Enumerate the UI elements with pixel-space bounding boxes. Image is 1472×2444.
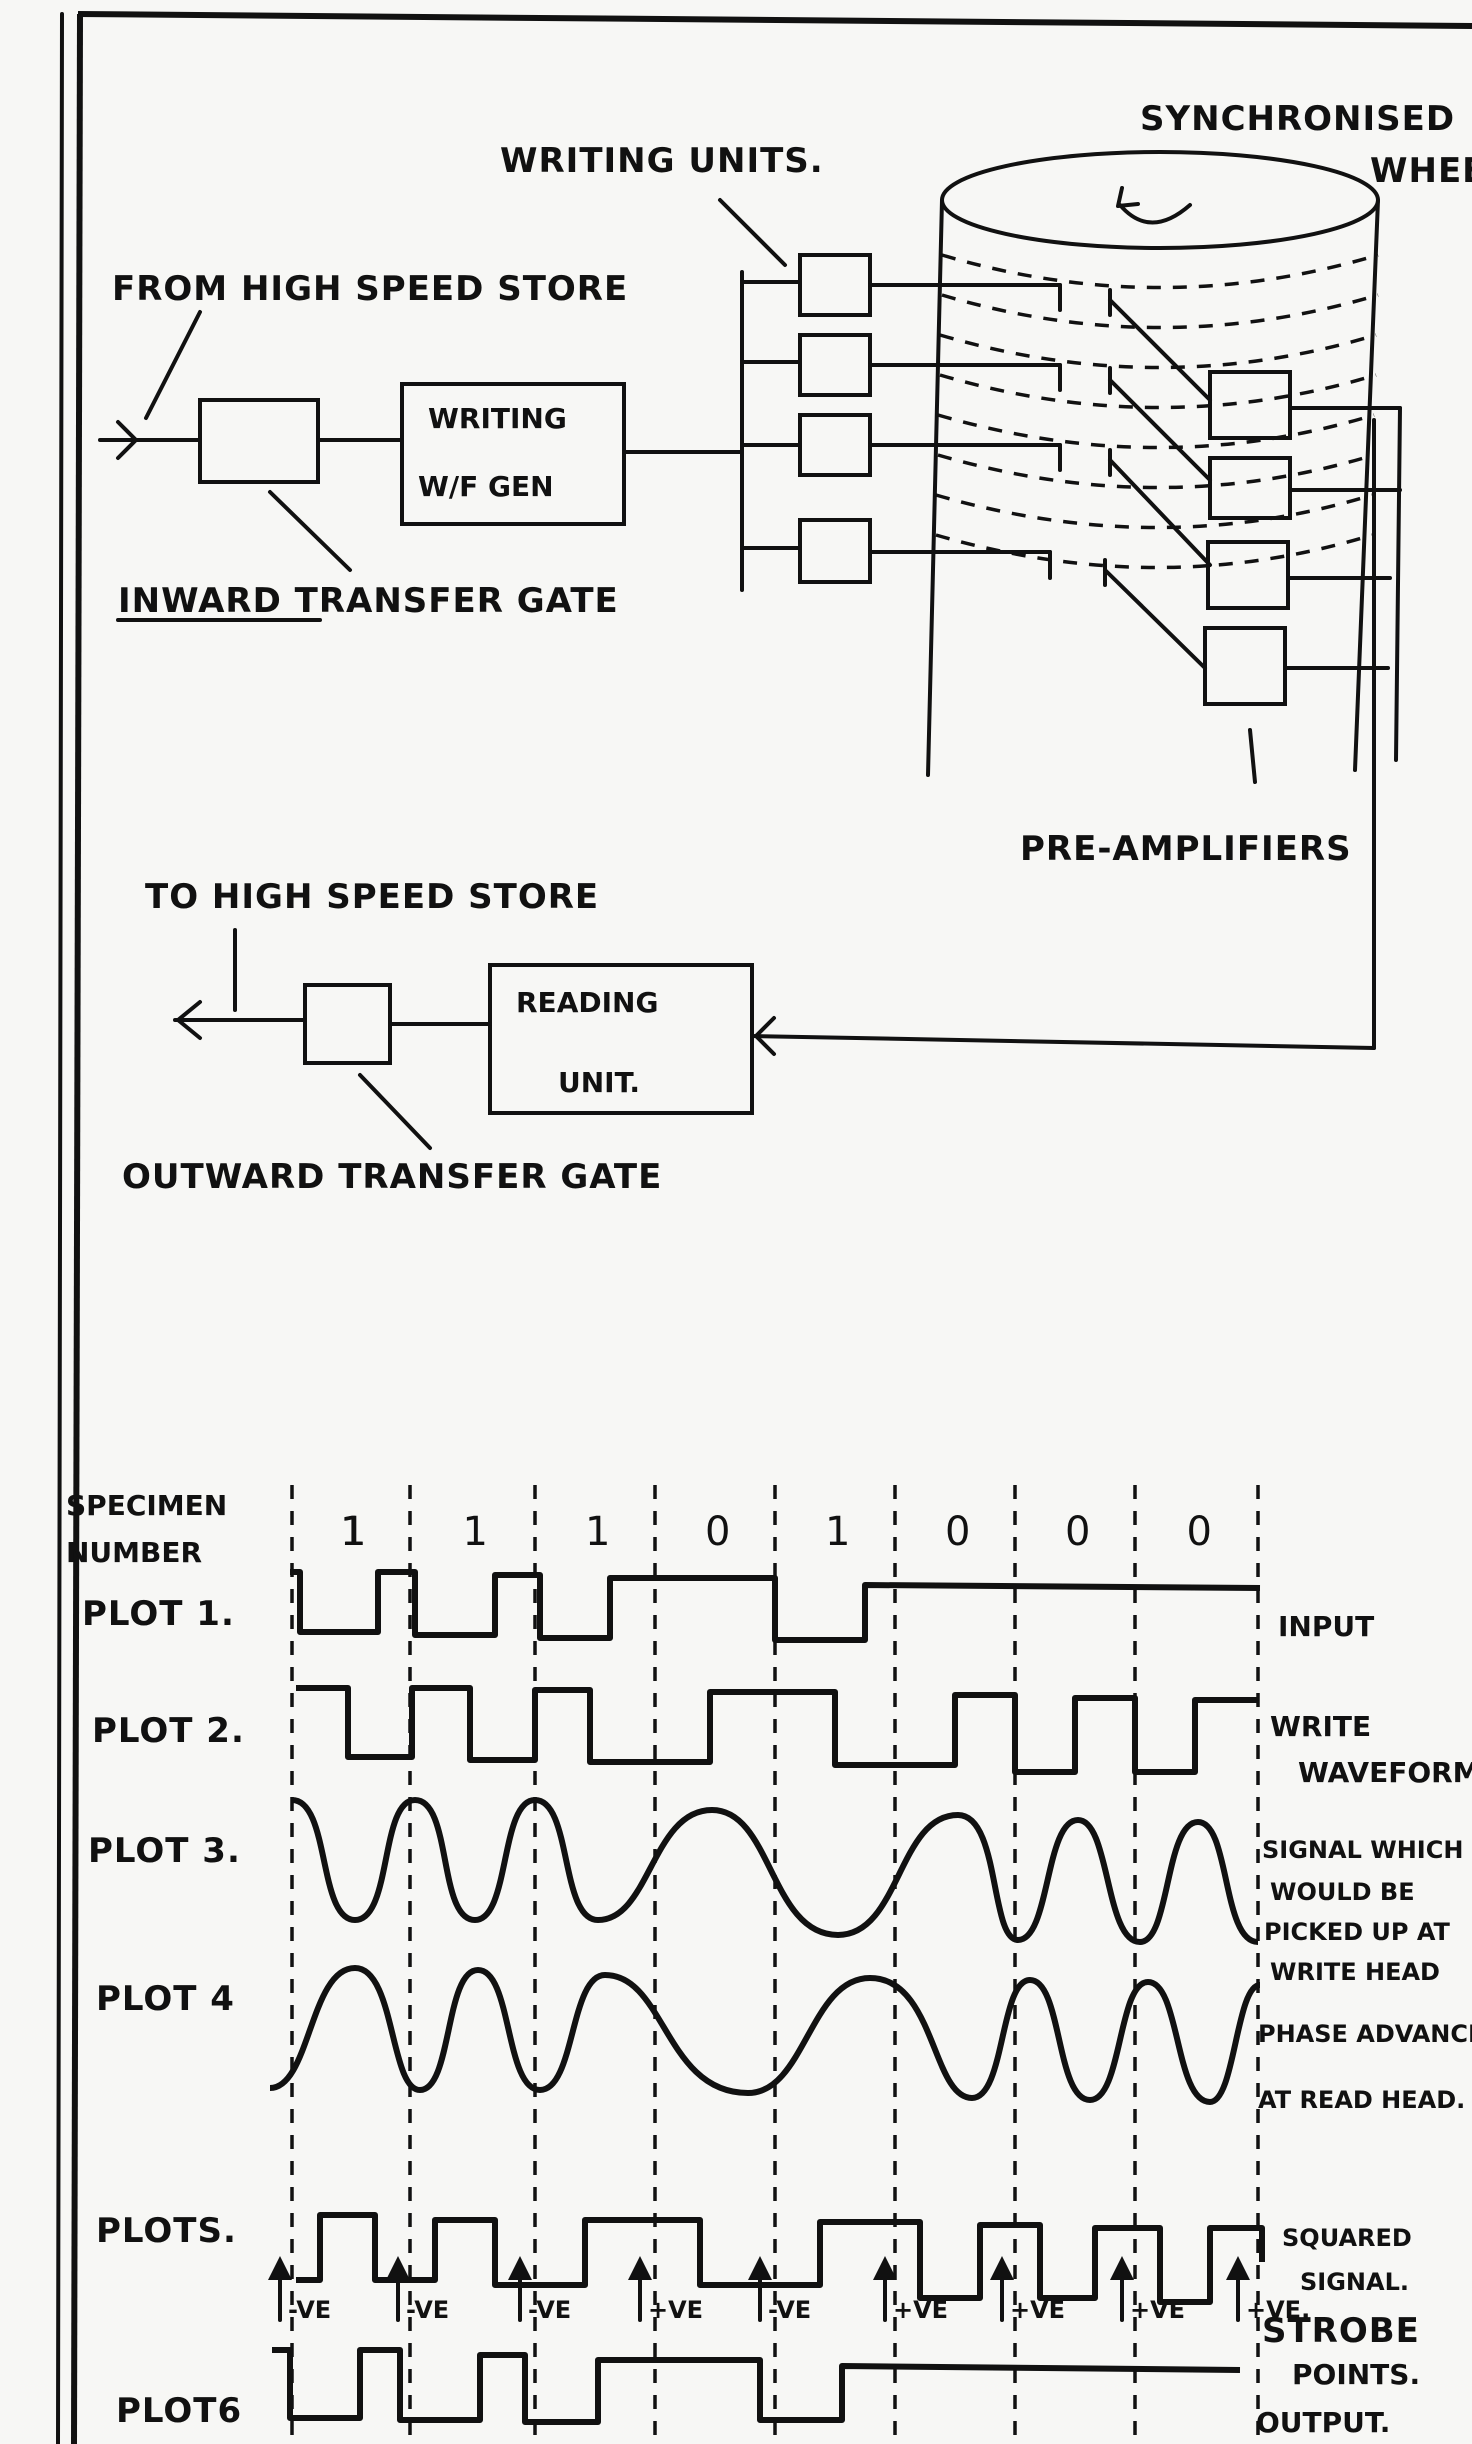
label-synchronised: SYNCHRONISED [1140, 99, 1455, 139]
label-signal-4: WRITE HEAD [1270, 1958, 1440, 1986]
specimen-digit-1: 1 [340, 1509, 366, 1555]
strobe-arrow-9: +VE. [1226, 2256, 1310, 2324]
writing-gen-label-2: W/F GEN [418, 470, 554, 503]
writing-units-pointer [718, 198, 787, 267]
label-to-store: TO HIGH SPEED STORE [145, 877, 599, 917]
reading-unit [488, 963, 754, 1115]
label-outward-gate: OUTWARD TRANSFER GATE [122, 1157, 662, 1197]
writing-unit-rows [740, 253, 1062, 584]
label-squared-1: SQUARED [1282, 2224, 1412, 2252]
writing-gen-label-1: WRITING [428, 402, 567, 435]
plot-label-5: PLOTS. [96, 2211, 237, 2251]
strobe-arrow-1: -VE [268, 2256, 331, 2324]
reading-label-2: UNIT. [558, 1066, 640, 1099]
label-phase-2: AT READ HEAD. [1258, 2086, 1465, 2114]
input-arrowhead [116, 420, 138, 460]
label-pre-amplifiers: PRE-AMPLIFIERS [1020, 829, 1352, 869]
pre-amp-2 [1208, 456, 1292, 520]
strobe-arrow-2: -VE [386, 2256, 449, 2324]
label-specimen-1: SPECIMEN [66, 1489, 227, 1522]
label-writing-units: WRITING UNITS. [500, 141, 824, 181]
plot6-output-waveform [272, 2347, 1241, 2425]
strobe-label-5: -VE [768, 2296, 811, 2324]
writing-unit-1 [798, 253, 872, 317]
strobe-label-6: +VE [893, 2296, 948, 2324]
label-output: OUTPUT. [1256, 2406, 1390, 2439]
strobe-arrow-3: -VE [508, 2256, 571, 2324]
label-from-store: FROM HIGH SPEED STORE [112, 269, 628, 309]
plot4-read-head-signal [269, 1965, 1262, 2105]
border-top [77, 11, 1472, 29]
inward-transfer-gate [198, 398, 320, 484]
strobe-arrow-6: +VE [873, 2256, 948, 2324]
read-arrowhead [754, 1016, 776, 1056]
plot-label-6: PLOT6 [116, 2391, 242, 2431]
label-write-2: WAVEFORM [1298, 1756, 1472, 1789]
pre-amp-1 [1208, 370, 1292, 440]
strobe-label-4: +VE [648, 2296, 703, 2324]
strobe-label-9: +VE. [1246, 2296, 1310, 2324]
heads [1048, 283, 1112, 587]
specimen-digit-9: 0 [1187, 1509, 1213, 1555]
inward-gate-pointer [268, 490, 352, 572]
pre-amplifiers [1103, 298, 1402, 784]
strobe-label-7: +VE [1010, 2296, 1065, 2324]
specimen-digit-5: 0 [705, 1509, 731, 1555]
label-strobe-1: STROBE [1262, 2311, 1420, 2351]
label-signal-2: WOULD BE [1270, 1878, 1415, 1906]
reading-label-1: READING [516, 986, 658, 1019]
specimen-digit-8: 0 [1065, 1509, 1091, 1555]
specimen-digit-6: 1 [825, 1509, 851, 1555]
plot-label-4: PLOT 4 [96, 1979, 235, 2019]
specimen-digit-3: 1 [463, 1509, 489, 1555]
output-arrowhead [176, 1000, 202, 1040]
label-signal-1: SIGNAL WHICH [1262, 1836, 1463, 1864]
specimen-digit-4: 1 [585, 1509, 611, 1555]
label-phase-1: PHASE ADVANCE [1258, 2020, 1472, 2048]
label-write-1: WRITE [1270, 1710, 1371, 1743]
pre-amp-3 [1206, 540, 1290, 610]
label-inward-gate: INWARD TRANSFER GATE [118, 581, 619, 621]
outward-gate-pointer [358, 1073, 432, 1150]
synchronised-wheel [926, 150, 1380, 777]
from-store-pointer [144, 310, 202, 420]
border-left [71, 13, 83, 2444]
plot5-squared-waveform [296, 2212, 1265, 2305]
specimen-digit-2: 1 [341, 1509, 367, 1555]
specimen-digit-7: 0 [945, 1509, 971, 1555]
label-wheel: WHEEL [1370, 151, 1472, 191]
strobe-arrow-4: +VE [628, 2256, 703, 2324]
strobe-points: -VE -VE -VE +VE -VE +VE +VE +VE +VE. [268, 2256, 1310, 2324]
plot-label-1: PLOT 1. [82, 1594, 235, 1634]
writing-unit-4 [798, 518, 872, 584]
label-signal-3: PICKED UP AT [1264, 1918, 1451, 1946]
timing-gridlines [290, 1485, 1260, 2444]
label-specimen-2: NUMBER [66, 1536, 202, 1569]
strobe-label-1: -VE [288, 2296, 331, 2324]
label-squared-2: SIGNAL. [1300, 2268, 1409, 2296]
pre-amp-4 [1203, 626, 1287, 706]
plot3-write-head-signal [291, 1797, 1259, 1945]
border-left-inner [56, 12, 64, 2444]
return-line [750, 1034, 1376, 1050]
strobe-label-8: +VE [1130, 2296, 1185, 2324]
strobe-arrow-8: +VE [1110, 2256, 1185, 2324]
outward-transfer-gate [303, 983, 392, 1065]
plot1-input-waveform [290, 1569, 1261, 1643]
strobe-arrow-7: +VE [990, 2256, 1065, 2324]
label-strobe-2: POINTS. [1292, 2358, 1420, 2391]
label-input: INPUT [1278, 1610, 1374, 1643]
strobe-label-3: -VE [528, 2296, 571, 2324]
strobe-label-2: -VE [406, 2296, 449, 2324]
strobe-arrow-5: -VE [748, 2256, 811, 2324]
writing-unit-2 [798, 333, 872, 397]
plot2-write-waveform [296, 1685, 1258, 1775]
writing-unit-3 [798, 413, 872, 477]
plot-label-2: PLOT 2. [92, 1711, 245, 1751]
plot-label-3: PLOT 3. [88, 1831, 241, 1871]
